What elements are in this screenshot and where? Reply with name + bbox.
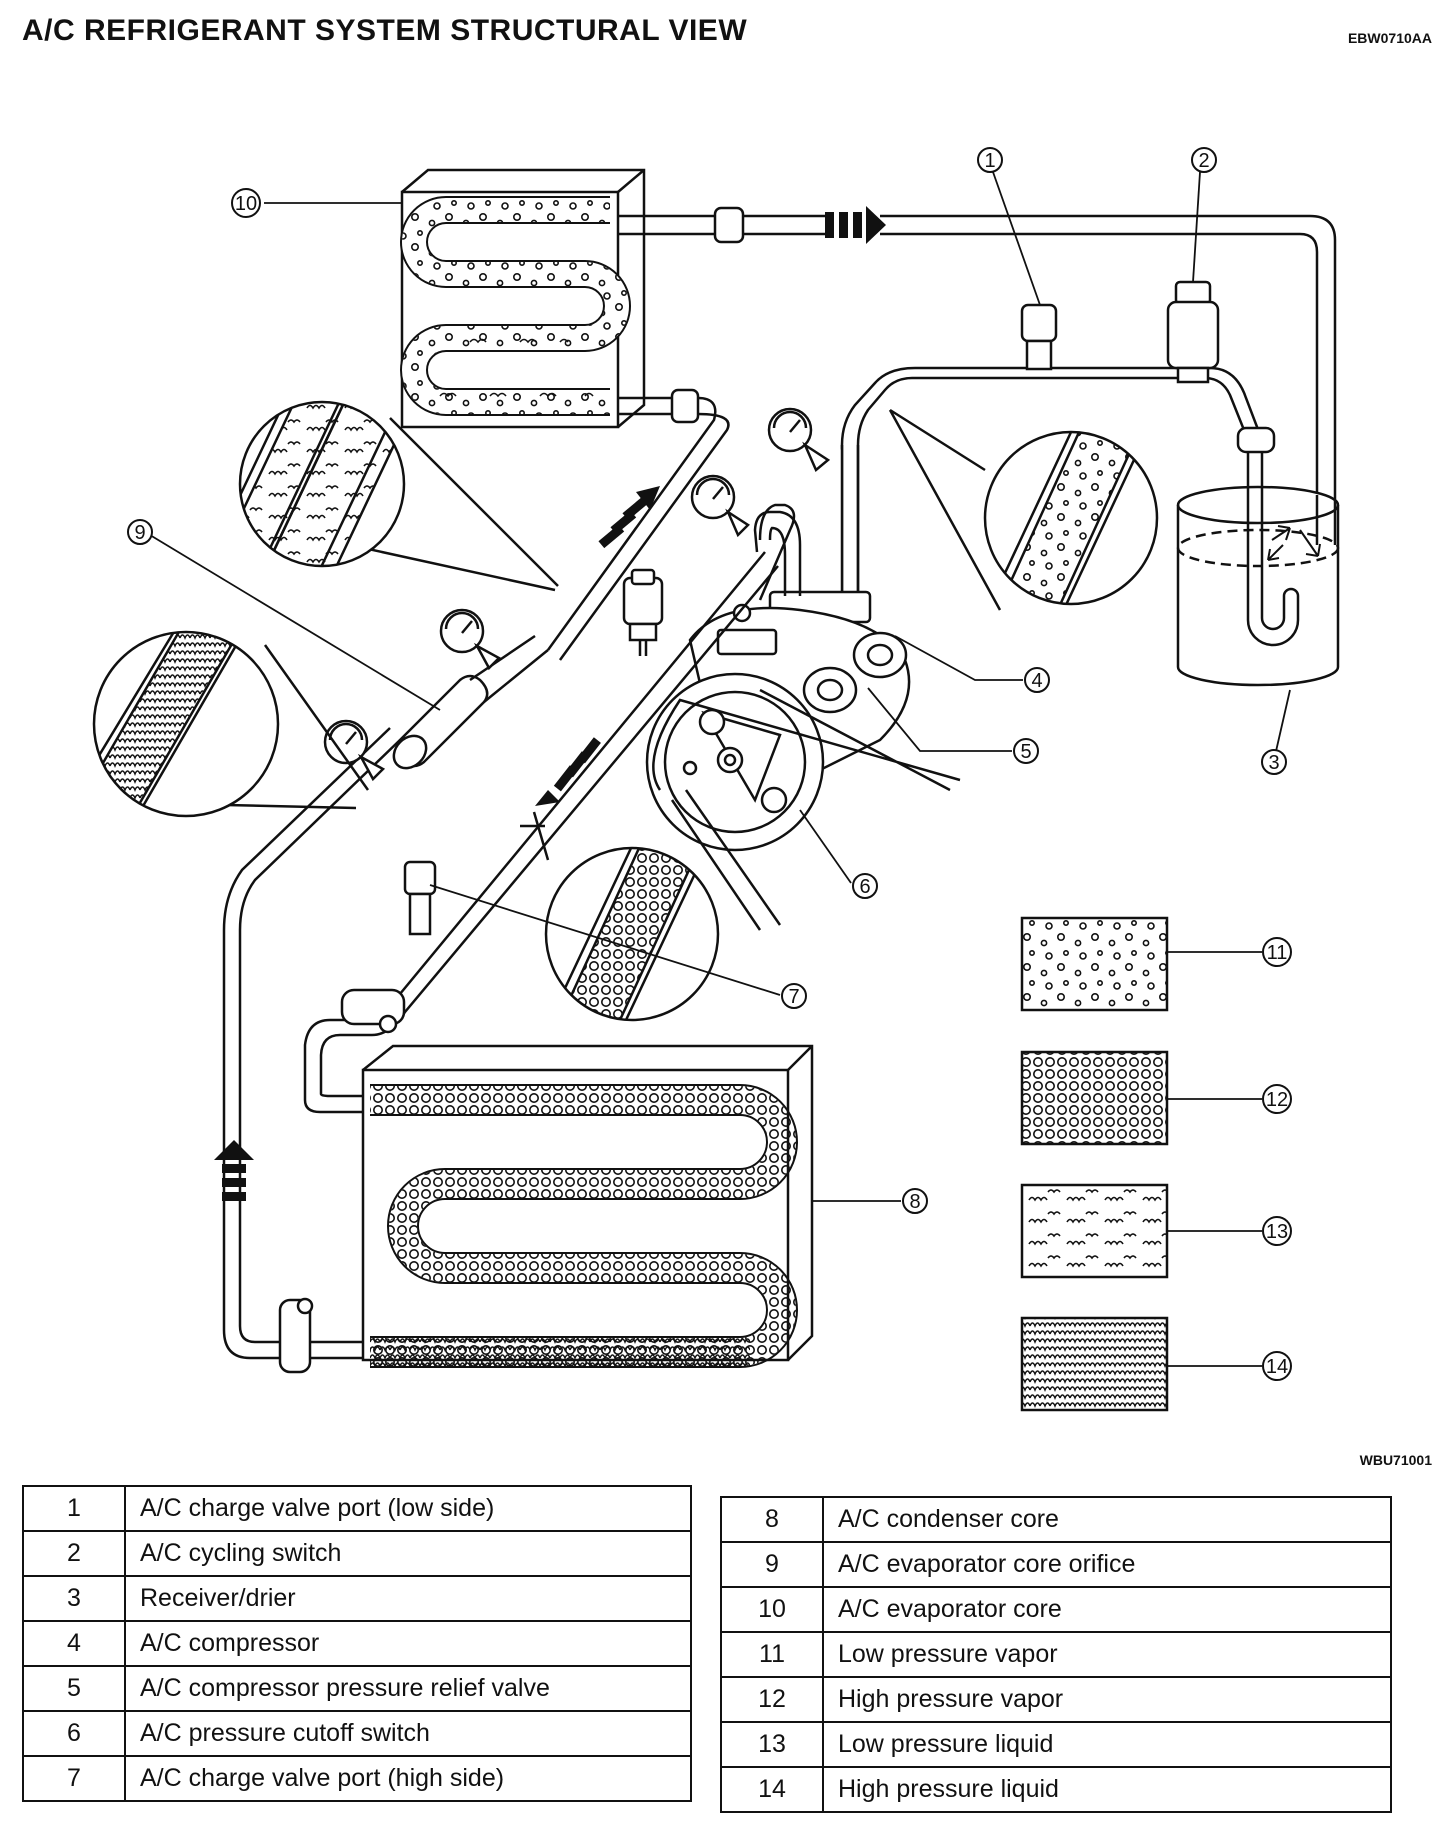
flow-arrow-high-pressure	[535, 737, 601, 806]
flow-arrow-orifice	[598, 486, 660, 549]
svg-text:2: 2	[1198, 150, 1209, 172]
callout-8: 8	[902, 1188, 928, 1214]
svg-text:12: 12	[1266, 1089, 1288, 1111]
callout-12: 12	[1262, 1084, 1292, 1114]
leader-lines	[144, 171, 1291, 1367]
svg-text:3: 3	[1268, 752, 1279, 774]
cycling-switch	[1166, 280, 1220, 384]
callouts: 1 2 3 4 5 6 7 8 9 10 11 12 13 14	[127, 147, 1292, 1381]
figure-code-bottom: WBU71001	[1359, 1452, 1432, 1468]
page-title: A/C REFRIGERANT SYSTEM STRUCTURAL VIEW	[22, 14, 748, 47]
legend-swatch-high-pressure-liquid	[1020, 1316, 1169, 1412]
callout-7: 7	[781, 983, 807, 1009]
callout-1: 1	[977, 147, 1003, 173]
drive-belt	[652, 688, 961, 931]
callout-6: 6	[852, 873, 878, 899]
svg-text:14: 14	[1266, 1356, 1288, 1378]
pressure-gauge-icon	[323, 407, 831, 782]
svg-text:6: 6	[859, 876, 870, 898]
svg-text:11: 11	[1267, 942, 1288, 964]
evaporator-liquid-section	[439, 338, 594, 398]
low-side-charge-port	[1020, 303, 1058, 371]
condenser-core	[361, 1044, 814, 1368]
condenser-liquid-section	[370, 1338, 750, 1366]
flow-arrow-suction	[825, 206, 886, 244]
high-side-charge-port	[403, 860, 437, 936]
receiver-drier	[1176, 463, 1340, 687]
callout-14: 14	[1262, 1351, 1292, 1381]
callout-13: 13	[1262, 1216, 1292, 1246]
suction-line	[618, 206, 1337, 495]
evaporator-inlet-line	[546, 388, 730, 661]
callout-4: 4	[1024, 667, 1050, 693]
callout-2: 2	[1191, 147, 1217, 173]
legend-swatch-low-pressure-liquid	[1020, 1183, 1169, 1279]
pressure-cutoff-switch	[622, 568, 664, 656]
evaporator-core	[400, 168, 646, 429]
svg-text:8: 8	[909, 1191, 920, 1213]
magnifier-high-liquid	[92, 630, 370, 818]
discharge-line	[753, 510, 802, 596]
condenser-outlet-fitting	[278, 1297, 314, 1374]
callout-5: 5	[1013, 738, 1039, 764]
legend-swatch-low-pressure-vapor	[1020, 916, 1169, 1012]
svg-text:7: 7	[788, 986, 799, 1008]
svg-text:5: 5	[1020, 741, 1031, 763]
callout-3: 3	[1261, 749, 1287, 775]
accumulator-inlet-line	[840, 366, 1276, 600]
svg-text:9: 9	[134, 522, 145, 544]
svg-text:4: 4	[1031, 670, 1042, 692]
svg-text:1: 1	[984, 150, 995, 172]
flow-arrow-liquid	[214, 1140, 254, 1201]
callout-9: 9	[127, 519, 153, 545]
magnifier-low-vapor	[888, 408, 1159, 611]
svg-text:13: 13	[1266, 1221, 1288, 1243]
orifice-tube	[392, 634, 549, 770]
magnifier-high-vapor	[520, 811, 720, 1022]
figure-code-top: EBW0710AA	[1347, 30, 1432, 46]
svg-text:10: 10	[235, 193, 257, 215]
liquid-line	[222, 727, 401, 1360]
legend-swatch-high-pressure-vapor	[1020, 1050, 1169, 1146]
condenser-inlet-fitting	[340, 988, 406, 1034]
callout-10: 10	[231, 188, 261, 218]
callout-11: 11	[1262, 937, 1292, 967]
